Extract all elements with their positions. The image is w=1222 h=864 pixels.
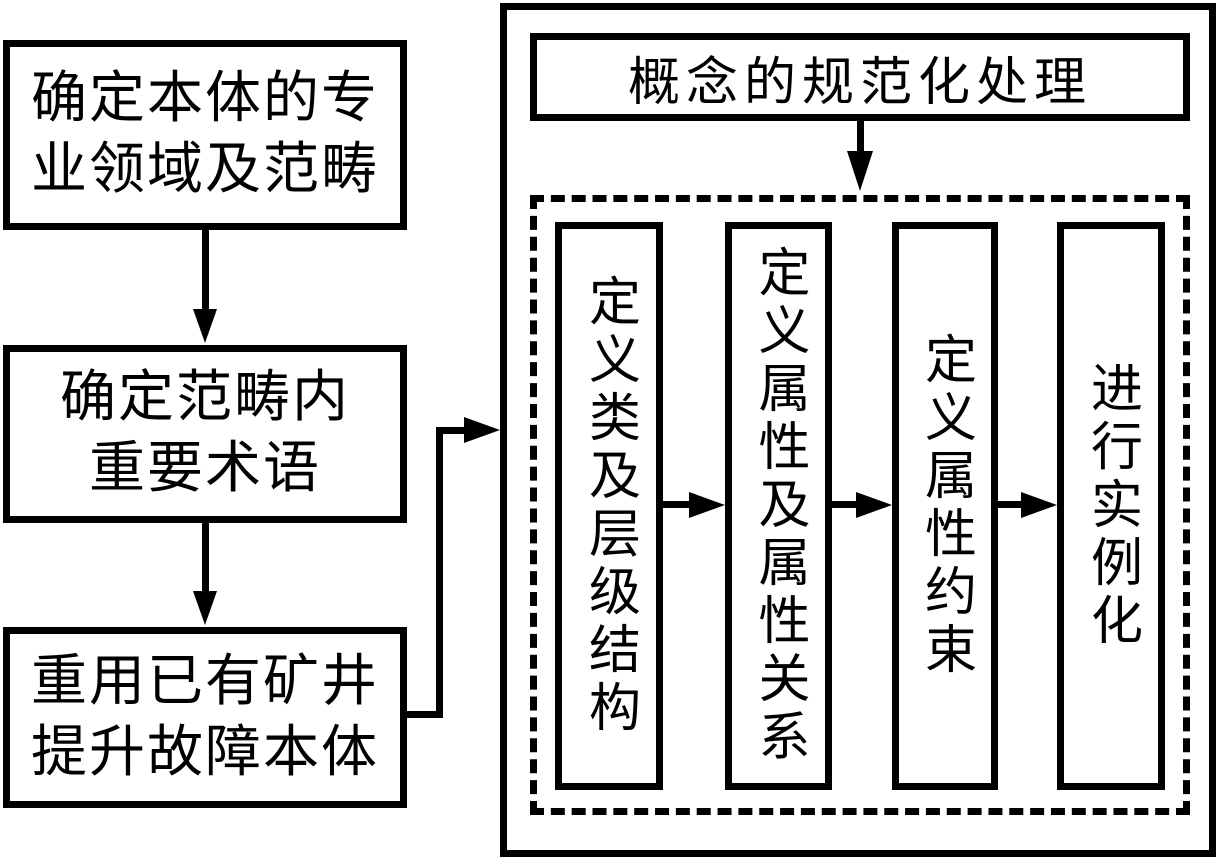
substep-box-2: 定义属性及属性关系: [725, 222, 832, 790]
substep-box-3: 定义属性约束: [892, 222, 998, 790]
substep-box-4: 进行实例化: [1057, 222, 1165, 790]
arrowhead-down-icon: [193, 309, 217, 343]
step-box-2-line-1: 确定范畴内: [60, 367, 350, 429]
panel-header-label: 概念的规范化处理: [627, 54, 1092, 112]
step-box-3: 重用已有矿井 提升故障本体: [3, 627, 407, 808]
arrowhead-right-icon: [464, 417, 500, 443]
step-box-3-line-2: 提升故障本体: [31, 721, 379, 784]
arrowhead-right-icon: [689, 492, 725, 518]
step-box-3-line-1: 重用已有矿井: [31, 650, 379, 713]
step-box-1: 确定本体的专 业领域及范畴: [3, 40, 407, 230]
arrowhead-down-icon: [193, 591, 217, 625]
substep-3-label: 定义属性约束: [916, 332, 974, 680]
step-box-2: 确定范畴内 重要术语: [3, 345, 407, 523]
substep-box-1: 定义类及层级结构: [555, 222, 663, 790]
panel-header-box: 概念的规范化处理: [530, 33, 1190, 121]
arrowhead-down-icon: [847, 151, 873, 191]
step-box-1-line-2: 业领域及范畴: [31, 139, 379, 201]
arrowhead-right-icon: [856, 492, 892, 518]
substep-2-label: 定义属性及属性关系: [750, 245, 807, 767]
substep-1-label: 定义类及层级结构: [580, 274, 638, 738]
step-box-2-line-2: 重要术语: [89, 438, 321, 500]
step-box-1-line-1: 确定本体的专: [31, 68, 379, 130]
arrowhead-right-icon: [1021, 492, 1057, 518]
substep-4-label: 进行实例化: [1082, 361, 1140, 651]
